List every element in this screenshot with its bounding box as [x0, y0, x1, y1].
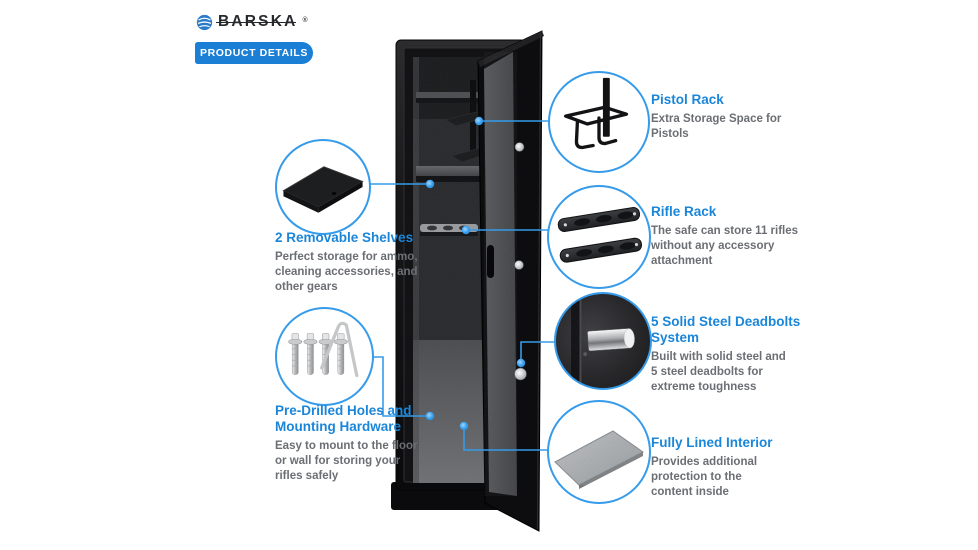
callout-circle-lined-interior	[547, 400, 651, 504]
door-handle-slot	[487, 245, 494, 278]
safe-door	[477, 30, 544, 532]
callout-shelves-desc: Perfect storage for ammo, cleaning acces…	[275, 251, 418, 293]
connector-lined-interior	[463, 428, 548, 451]
callout-deadbolts-desc: Built with solid steel and 5 steel deadb…	[651, 351, 786, 393]
callout-circle-predrilled	[275, 307, 374, 406]
connector-predrilled	[372, 356, 427, 417]
registered-mark: ®	[302, 16, 308, 24]
callout-circle-shelves	[275, 139, 371, 235]
callout-pistol-rack: Pistol Rack Extra Storage Space for Pist…	[651, 92, 846, 142]
callout-rifle-rack: Rifle Rack The safe can store 11 rifles …	[651, 204, 851, 269]
callout-predrilled-desc: Easy to mount to the floor or wall for s…	[275, 440, 418, 482]
callout-lined-title: Fully Lined Interior	[651, 435, 773, 450]
callout-deadbolts-title: 5 Solid Steel Deadbolts System	[651, 314, 801, 345]
barska-logo: BARSKA ®	[196, 13, 308, 31]
callout-pistol-desc: Extra Storage Space for Pistols	[651, 113, 782, 140]
brand-name: BARSKA	[218, 13, 298, 30]
rifle-rack-icon	[557, 207, 643, 263]
callout-rifle-title: Rifle Rack	[651, 204, 717, 219]
callout-connectors	[370, 120, 556, 451]
callout-dots	[425, 116, 526, 431]
pistol-rack-icon	[564, 77, 629, 150]
connector-deadbolts	[520, 341, 556, 361]
mounting-bolts-icon	[288, 321, 359, 378]
callout-lined-desc: Provides additional protection to the co…	[651, 456, 758, 498]
callout-pistol-title: Pistol Rack	[651, 92, 724, 107]
door-deadbolts	[514, 142, 527, 381]
callout-predrilled: Pre-Drilled Holes and Mounting Hardware …	[275, 403, 455, 484]
callout-circle-pistol-rack	[548, 71, 650, 173]
removable-shelf-icon	[282, 166, 364, 213]
product-details-badge: PRODUCT DETAILS	[195, 42, 313, 64]
steel-deadbolt-icon	[556, 294, 650, 388]
callout-shelves-title: 2 Removable Shelves	[275, 230, 414, 245]
callout-lined-interior: Fully Lined Interior Provides additional…	[651, 435, 831, 500]
callout-predrilled-title: Pre-Drilled Holes and Mounting Hardware	[275, 403, 412, 434]
brand-strike-line	[216, 21, 296, 24]
carpet-mat-icon	[554, 430, 644, 489]
callout-shelves: 2 Removable Shelves Perfect storage for …	[275, 230, 445, 295]
callout-deadbolts: 5 Solid Steel Deadbolts System Built wit…	[651, 314, 846, 395]
callout-circle-rifle-rack	[547, 185, 651, 289]
barska-globe-icon	[196, 14, 213, 30]
callout-circle-deadbolts	[554, 292, 652, 390]
callout-rifle-desc: The safe can store 11 rifles without any…	[651, 225, 799, 267]
brand-name-wrap: BARSKA	[216, 13, 298, 31]
